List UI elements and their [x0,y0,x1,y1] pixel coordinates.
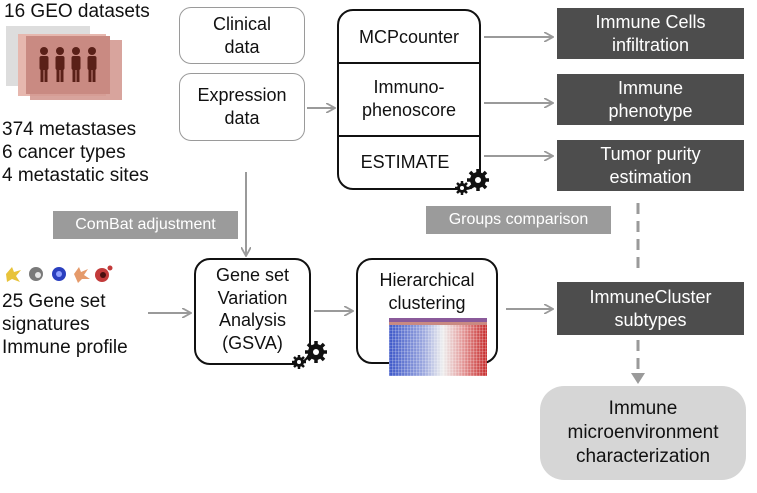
immune-cells-icon [6,265,113,283]
combat-adjustment-label: ComBat adjustment [53,211,238,239]
cancer-types-label: 6 cancer types [2,142,126,163]
gsva-box [194,258,311,365]
immune-microenvironment-box: Immune microenvironment characterization [540,386,746,480]
gear-icon [455,169,489,195]
heatmap-icon [389,318,487,376]
mcpcounter-label: MCPcounter [358,27,460,47]
groups-comparison-label: Groups comparison [426,206,611,234]
tumor-purity-box: Tumor purity estimation [557,140,744,191]
gear-icon [292,341,327,369]
dataset-stack-icon [6,26,122,106]
immunecluster-subtypes-box: ImmuneCluster subtypes [557,282,744,335]
estimate-label: ESTIMATE [360,152,450,172]
expression-data-box: Expression data [179,73,305,141]
arrowhead-final [631,373,645,384]
gsva-label: Gene set Variation Analysis (GSVA) [215,265,290,353]
methods-container [337,9,481,190]
methods-divider-1 [338,62,480,64]
immune-phenotype-box: Immune phenotype [557,74,744,125]
immunophenoscore-label: Immuno- phenoscore [361,77,457,120]
geo-datasets-label: 16 GEO datasets [4,1,150,22]
clinical-data-box: Clinical data [179,7,305,64]
gene-set-signatures-label: 25 Gene set signatures Immune profile [2,291,128,358]
metastatic-sites-label: 4 metastatic sites [2,165,149,186]
people-icon [39,47,97,82]
immune-cells-infiltration-box: Immune Cells infiltration [557,8,744,59]
methods-divider-2 [338,135,480,137]
metastases-label: 374 metastases [2,119,137,140]
hierarchical-clustering-label: Hierarchical clustering [379,270,475,313]
